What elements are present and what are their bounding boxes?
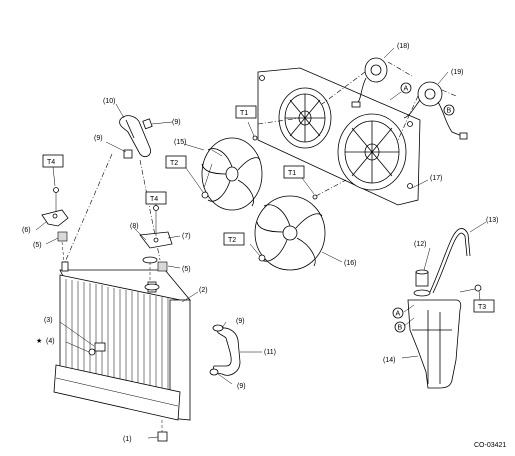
cushion-left bbox=[57, 231, 68, 263]
callout-8: (8) bbox=[130, 223, 139, 230]
cushion-right bbox=[157, 261, 168, 272]
shroud-bolt-lower bbox=[301, 177, 318, 200]
hose-clamp-upper-1 bbox=[142, 118, 153, 130]
torque-box-t4-left: T4 bbox=[42, 154, 64, 187]
callout-15: (15) bbox=[174, 139, 186, 146]
fan-motor-right bbox=[403, 81, 468, 140]
connector-a-shroud-label: A bbox=[404, 86, 409, 93]
callout-9-top: (9) bbox=[172, 119, 181, 126]
callout-11: (11) bbox=[264, 349, 276, 356]
callout-1: (1) bbox=[123, 436, 132, 443]
callout-17: (17) bbox=[430, 175, 442, 182]
torque-label-t4-center: T4 bbox=[150, 196, 158, 203]
callout-2: (2) bbox=[199, 287, 208, 294]
callout-19: (19) bbox=[451, 69, 463, 76]
callout-6: (6) bbox=[22, 227, 31, 234]
upper-hose bbox=[119, 115, 152, 157]
callout-9-bottom: (9) bbox=[237, 383, 246, 390]
connector-a-tank: A bbox=[392, 307, 404, 319]
callout-5-right: (5) bbox=[182, 266, 191, 273]
fan-shroud bbox=[257, 67, 421, 206]
diagram-code: CO-03421 bbox=[474, 442, 506, 449]
hose-clamp-lower-2 bbox=[209, 368, 219, 376]
radiator-bracket-left bbox=[41, 187, 69, 227]
callout-9-left: (9) bbox=[94, 135, 103, 142]
torque-label-t4-left: T4 bbox=[47, 159, 55, 166]
reserve-tank-hose bbox=[429, 228, 471, 294]
torque-box-t3: T3 bbox=[473, 290, 495, 313]
torque-label-t1-lower: T1 bbox=[288, 170, 296, 177]
torque-label-t2-lower: T2 bbox=[228, 237, 236, 244]
torque-box-t2-upper: T2 bbox=[165, 155, 204, 193]
torque-box-t2-lower: T2 bbox=[223, 232, 245, 246]
radiator bbox=[53, 261, 191, 421]
connector-b-shroud-label: B bbox=[447, 108, 452, 115]
callout-16: (16) bbox=[344, 260, 356, 267]
connector-b-tank-label: B bbox=[398, 325, 403, 332]
reserve-tank-bolt bbox=[459, 284, 482, 293]
callout-12: (12) bbox=[414, 241, 426, 248]
torque-label-t2-upper: T2 bbox=[170, 160, 178, 167]
lower-hose bbox=[211, 327, 241, 376]
hose-clamp-lower-1 bbox=[212, 324, 224, 332]
torque-label-t3: T3 bbox=[478, 304, 486, 311]
reserve-tank-cap bbox=[413, 269, 431, 297]
callout-13: (13) bbox=[486, 217, 498, 224]
torque-box-t4-center: T4 bbox=[145, 191, 167, 206]
hose-clamp-upper-2 bbox=[123, 149, 133, 159]
connector-b-shroud: B bbox=[443, 104, 455, 116]
star-symbol: ★ bbox=[36, 337, 42, 345]
connector-b-tank: B bbox=[394, 321, 406, 333]
callout-5-left: (5) bbox=[33, 242, 42, 249]
callout-9-lower-right: (9) bbox=[236, 318, 245, 325]
fan-motor-left bbox=[351, 57, 388, 108]
callout-18: (18) bbox=[397, 43, 409, 50]
leader-lines bbox=[35, 47, 487, 439]
callout-10: (10) bbox=[103, 98, 115, 105]
callout-14: (14) bbox=[383, 357, 395, 364]
drain-cock bbox=[88, 342, 106, 356]
reserve-tank bbox=[407, 299, 462, 389]
cushion-center bbox=[142, 256, 158, 282]
callout-3: (3) bbox=[44, 317, 53, 324]
shroud-bolt-upper bbox=[247, 121, 258, 141]
fan-left bbox=[201, 137, 263, 211]
radiator-bracket-right bbox=[139, 205, 173, 249]
fan-right bbox=[254, 195, 326, 271]
torque-box-t1-upper: T1 bbox=[235, 105, 257, 119]
torque-box-t1-lower: T1 bbox=[283, 165, 305, 179]
callout-4: (4) bbox=[46, 338, 55, 345]
connector-a-tank-label: A bbox=[396, 311, 401, 318]
drain-plug bbox=[157, 420, 168, 442]
torque-label-t1-upper: T1 bbox=[240, 110, 248, 117]
callout-labels: (1) (2) (3) (4) (5) (5) (6) (7) (8) (9) … bbox=[22, 43, 498, 443]
callout-7: (7) bbox=[182, 233, 191, 240]
connector-a-shroud: A bbox=[389, 82, 412, 101]
